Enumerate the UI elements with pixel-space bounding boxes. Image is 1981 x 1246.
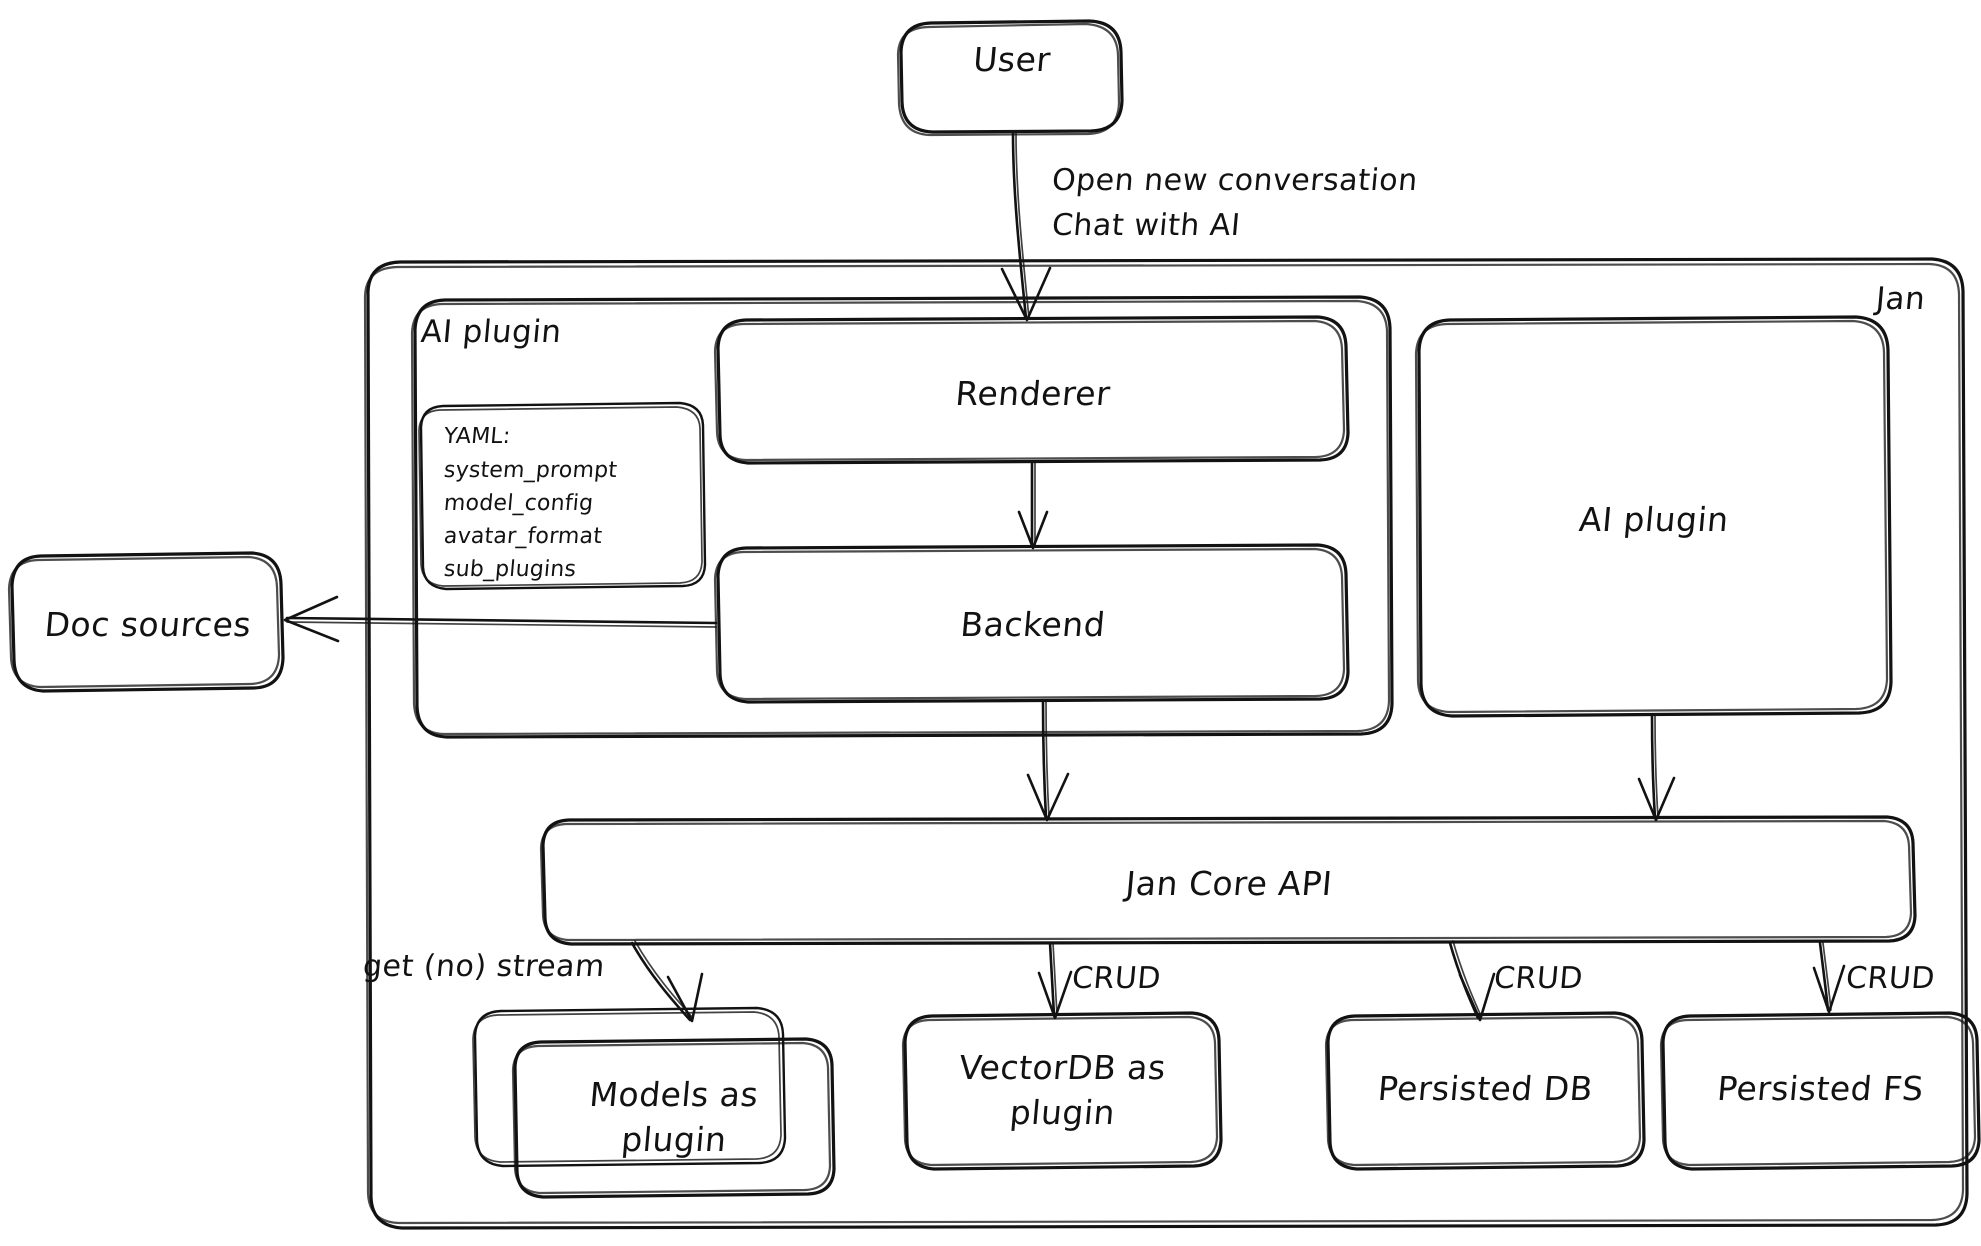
backend-label: Backend [958, 605, 1108, 644]
arrow-ai-plugin-right-to-core [1637, 713, 1676, 822]
arrow-core-to-models [630, 940, 704, 1023]
jan-core-api-label: Jan Core API [1124, 864, 1334, 903]
models-as-plugin-label-line2: plugin [619, 1120, 729, 1159]
models-as-plugin-box-shape [511, 1037, 836, 1199]
yaml-box-line-2: avatar_format [442, 524, 604, 549]
arrow-backend-to-core [1026, 699, 1070, 822]
yaml-box-line-3: sub_plugins [442, 557, 578, 582]
persisted-fs-box-shape [1659, 1011, 1981, 1171]
ai-plugin-container-shape [410, 295, 1394, 739]
ai-plugin-container-label: AI plugin [419, 314, 564, 350]
yaml-box-line-0: system_prompt [442, 458, 619, 483]
yaml-box-title: YAML: [442, 424, 512, 449]
user-box-shape [896, 19, 1124, 137]
jan-container-label: Jan [1874, 281, 1927, 317]
arrow-core-to-persisted-fs [1812, 941, 1846, 1014]
doc-sources-label: Doc sources [43, 605, 253, 644]
edge-label-core-to-models: get (no) stream [361, 949, 607, 984]
edge-label-core-to-vectordb: CRUD [1070, 961, 1163, 996]
persisted-fs-label: Persisted FS [1715, 1069, 1926, 1108]
ai-plugin-right-label: AI plugin [1577, 500, 1731, 539]
doc-sources-box-shape [7, 551, 285, 693]
vectordb-as-plugin-box-shape [901, 1011, 1223, 1171]
yaml-box-line-1: model_config [442, 491, 595, 516]
yaml-box-shape [418, 401, 707, 591]
jan-core-api-box-shape [539, 815, 1917, 946]
renderer-box-shape [713, 315, 1350, 465]
vectordb-as-plugin-label-line2: plugin [1008, 1093, 1117, 1132]
models-as-plugin-label-line1: Models as [587, 1075, 761, 1114]
ai-plugin-right-box-shape [1414, 315, 1893, 718]
models-as-plugin-back-box-shape [472, 1006, 787, 1168]
arrow-backend-to-doc-sources [283, 595, 718, 643]
vectordb-as-plugin-label-line1: VectorDB as [957, 1048, 1168, 1087]
edge-label-user-to-renderer-line1: Open new conversation [1050, 163, 1420, 198]
jan-container-shape [363, 257, 1969, 1230]
backend-box-shape [713, 543, 1350, 704]
edge-label-core-to-persisted-db: CRUD [1492, 961, 1585, 996]
arrow-renderer-to-backend [1017, 460, 1049, 550]
arrow-core-to-vectordb [1037, 941, 1073, 1020]
renderer-label: Renderer [953, 374, 1113, 413]
edge-label-core-to-persisted-fs: CRUD [1844, 961, 1937, 996]
arrow-user-to-renderer [1000, 131, 1052, 322]
persisted-db-label: Persisted DB [1376, 1069, 1595, 1108]
user-label: User [971, 40, 1053, 79]
edge-label-user-to-renderer-line2: Chat with AI [1050, 208, 1242, 243]
arrow-core-to-persisted-db [1448, 940, 1496, 1022]
persisted-db-box-shape [1324, 1011, 1646, 1171]
